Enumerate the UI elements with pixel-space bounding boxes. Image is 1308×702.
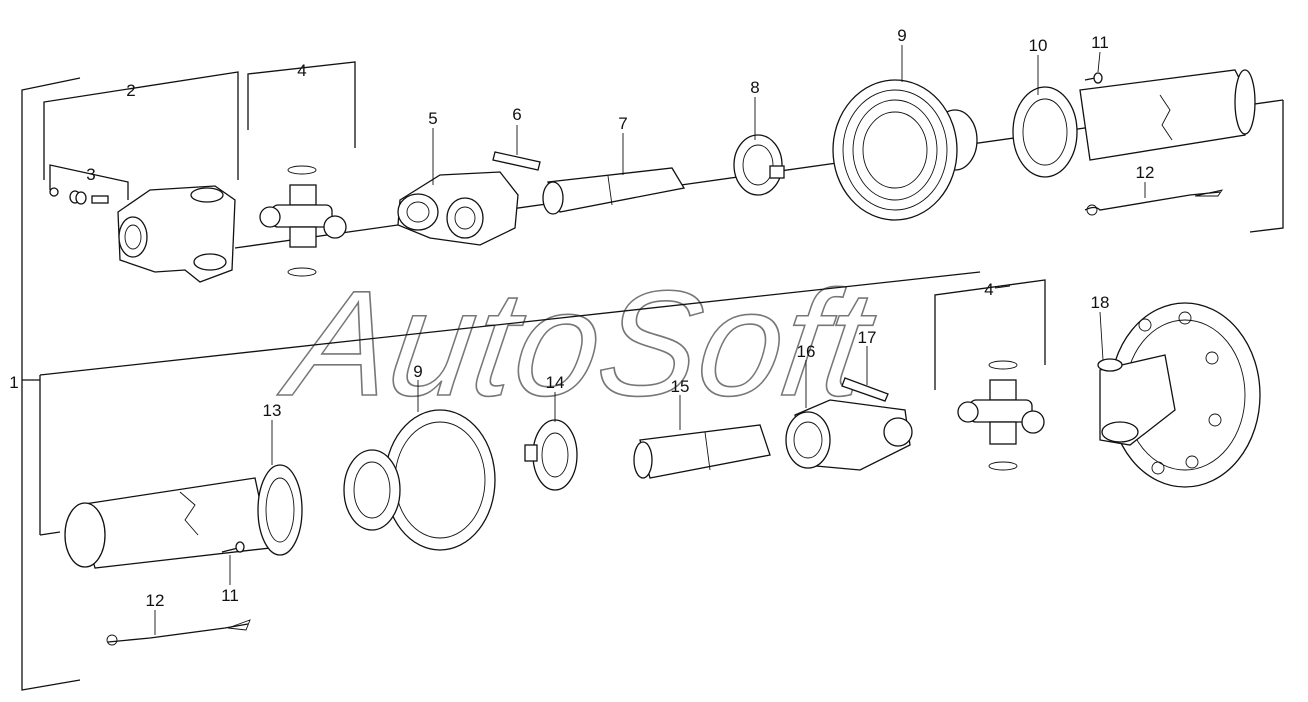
- callout-1: 1: [9, 373, 18, 392]
- chain-icon: [106, 619, 251, 646]
- pin-icon: [492, 151, 541, 171]
- callout-13: 13: [263, 401, 282, 420]
- callout-3: 3: [86, 165, 95, 184]
- pin-icon: [49, 187, 109, 205]
- tube-icon: [633, 424, 771, 479]
- tube-icon: [542, 167, 686, 215]
- flange-yoke-icon: [1097, 302, 1261, 488]
- callout-16: 16: [797, 342, 816, 361]
- screw-icon: [1084, 72, 1103, 84]
- callout-4-bottom: 4: [984, 280, 993, 299]
- cross-joint-icon: [957, 360, 1045, 471]
- bracket-3: [49, 164, 129, 200]
- screw-icon: [221, 541, 245, 553]
- callout-9-top: 9: [897, 26, 906, 45]
- callout-14: 14: [546, 373, 565, 392]
- watermark: AutoSoft: [272, 260, 885, 427]
- bracket-2: [43, 71, 239, 180]
- callout-6: 6: [512, 105, 521, 124]
- chain-icon: [1084, 189, 1223, 216]
- callout-10: 10: [1029, 36, 1048, 55]
- guard-tube-icon: [64, 464, 303, 569]
- callout-7: 7: [618, 114, 627, 133]
- callout-11-bottom: 11: [221, 586, 239, 605]
- callout-17: 17: [858, 328, 877, 347]
- bracket-4-top: [247, 61, 356, 148]
- callout-18: 18: [1091, 293, 1110, 312]
- pin-icon: [841, 377, 889, 402]
- callout-2: 2: [126, 81, 135, 100]
- callout-12-bottom: 12: [146, 591, 165, 610]
- yoke-icon: [785, 399, 913, 471]
- bracket-4-bottom: [934, 279, 1046, 390]
- callout-11-top: 11: [1091, 33, 1109, 52]
- guard-tube-icon: [1012, 69, 1256, 178]
- guard-cone-icon: [832, 79, 978, 221]
- bearing-ring-icon: [524, 419, 578, 491]
- guard-cone-icon: [343, 409, 496, 551]
- yoke-icon: [397, 171, 519, 246]
- callout-12-top: 12: [1136, 163, 1155, 182]
- callout-5: 5: [428, 109, 437, 128]
- callout-15: 15: [671, 377, 690, 396]
- cross-joint-icon: [259, 165, 347, 277]
- bearing-ring-icon: [733, 134, 785, 196]
- callout-4-top: 4: [297, 61, 306, 80]
- yoke-icon: [117, 185, 236, 283]
- leader-lines: [154, 45, 1146, 635]
- callout-8: 8: [750, 78, 759, 97]
- callout-9-bottom: 9: [413, 362, 422, 381]
